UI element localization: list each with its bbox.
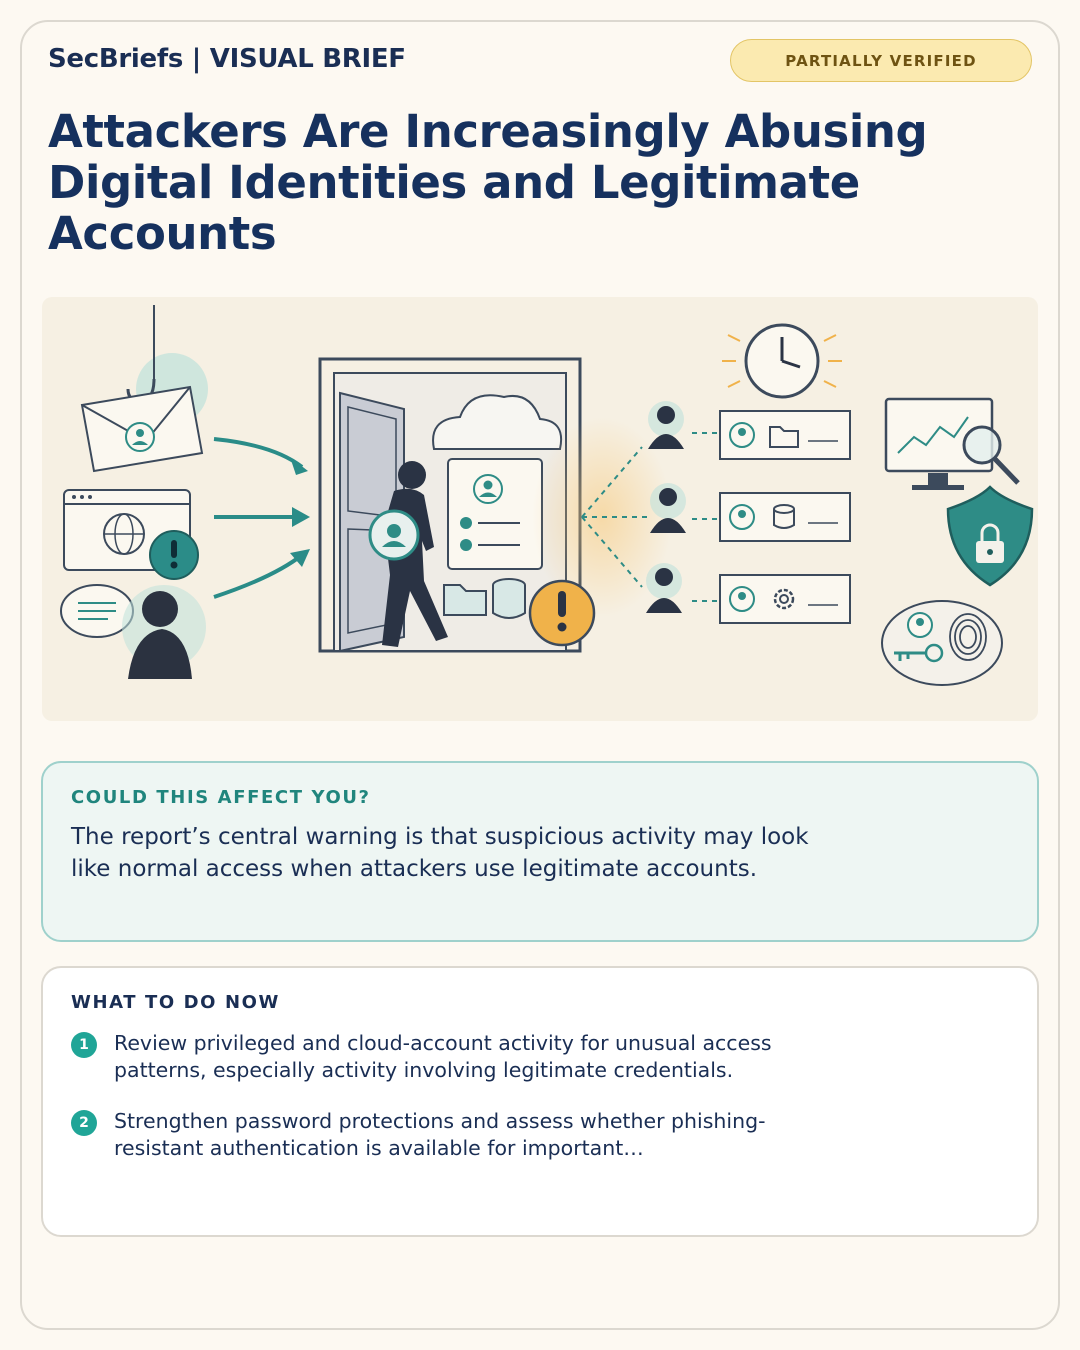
affect-panel: COULD THIS AFFECT YOU? The report’s cent… [41, 761, 1039, 942]
profile-card-icon [447, 458, 543, 570]
status-badge: PARTIALLY VERIFIED [730, 39, 1032, 82]
magnifier-icon [962, 425, 1020, 485]
affect-heading: COULD THIS AFFECT YOU? [71, 787, 371, 808]
key-icon [894, 643, 944, 663]
caller-silhouette-icon [122, 585, 206, 679]
email-icon [80, 385, 204, 473]
shield-lock-icon [946, 485, 1034, 587]
affect-body: The report’s central warning is that sus… [71, 824, 809, 882]
step-text: Strengthen password protections and asse… [114, 1109, 766, 1160]
brand-label: SecBriefs | VISUAL BRIEF [48, 44, 406, 74]
todo-panel: WHAT TO DO NOW 1 Review privileged and c… [41, 966, 1039, 1237]
folder-icon [443, 584, 487, 616]
attacker-silhouette-icon [368, 461, 448, 647]
page-title: Attackers Are Increasingly Abusing Digit… [48, 105, 928, 260]
step-number: 2 [71, 1110, 97, 1136]
warning-icon [528, 579, 596, 647]
step-text: Review privileged and cloud-account acti… [114, 1031, 772, 1082]
gear-icon [773, 588, 795, 610]
todo-heading: WHAT TO DO NOW [71, 992, 280, 1013]
credential-bubble [881, 600, 1003, 686]
cloud-icon [432, 394, 562, 450]
clock-icon [722, 323, 842, 399]
database-icon [492, 578, 526, 619]
user-icon [646, 401, 686, 613]
account-panels [719, 410, 851, 624]
step-number: 1 [71, 1032, 97, 1058]
alert-icon [149, 530, 199, 580]
connection-lines [581, 432, 722, 602]
hero-illustration [42, 297, 1038, 721]
arrow-icons [213, 437, 310, 599]
database-icon [773, 504, 795, 529]
fingerprint-icon [949, 613, 987, 661]
folder-icon [769, 426, 799, 448]
